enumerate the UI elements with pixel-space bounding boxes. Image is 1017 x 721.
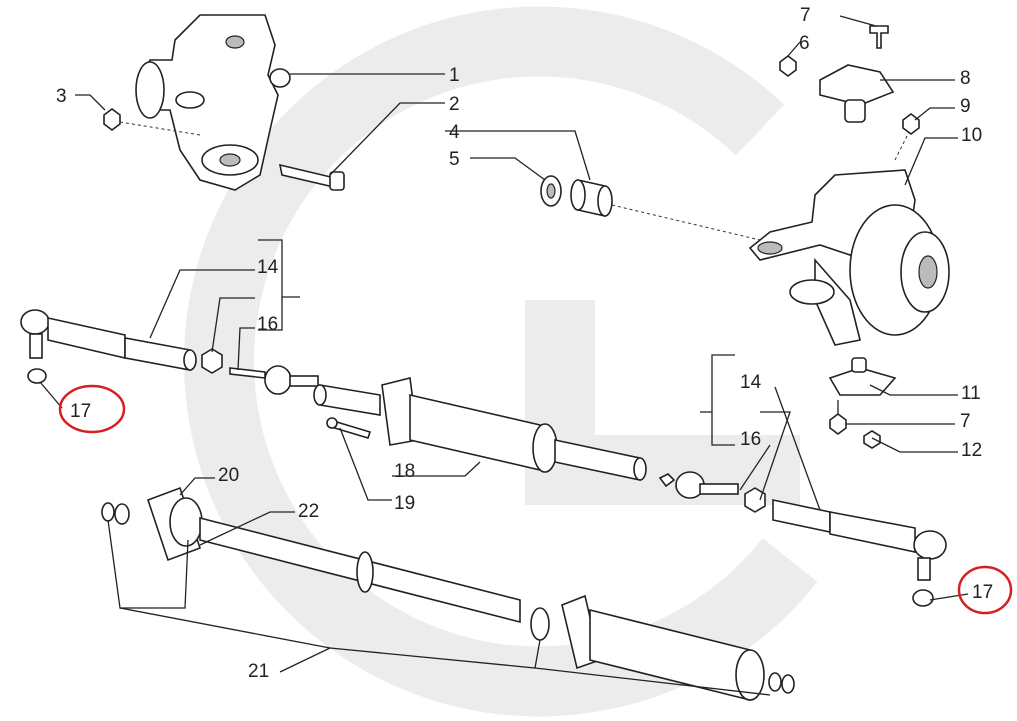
label-5: 5	[449, 149, 460, 170]
highlight-circle-17-right	[957, 565, 1013, 615]
label-19: 19	[394, 493, 415, 514]
label-7-top: 7	[800, 5, 811, 26]
label-21: 21	[248, 661, 269, 682]
label-20: 20	[218, 465, 239, 486]
label-2: 2	[449, 94, 460, 115]
label-17-right: 17	[972, 582, 993, 603]
steering-cylinder	[313, 377, 739, 499]
right-tie-rod	[744, 487, 947, 607]
label-11: 11	[961, 383, 981, 404]
label-8: 8	[960, 68, 971, 89]
left-tie-rod	[20, 309, 319, 395]
label-16-right: 16	[740, 429, 761, 450]
label-4: 4	[449, 122, 460, 143]
label-16-left: 16	[257, 314, 278, 335]
right-steering-knuckle	[748, 25, 950, 449]
left-steering-knuckle	[103, 14, 345, 191]
label-9: 9	[960, 96, 971, 117]
label-14-right: 14	[740, 372, 762, 393]
label-10: 10	[961, 125, 982, 146]
label-18: 18	[394, 461, 415, 482]
watermark-logo	[184, 6, 818, 717]
highlight-circle-17-left	[58, 384, 126, 434]
label-3: 3	[56, 86, 67, 107]
leader-lines	[39, 15, 969, 696]
label-22: 22	[298, 501, 319, 522]
label-6: 6	[799, 33, 810, 54]
part-labels: 1 2 3 4 5 6 7 8 9 10 11 7 12 14 16 17 18…	[56, 5, 993, 682]
label-7-right: 7	[960, 411, 971, 432]
label-12: 12	[961, 440, 982, 461]
bushing-and-seal	[540, 175, 761, 241]
label-17-left: 17	[70, 401, 91, 422]
label-1: 1	[449, 65, 460, 86]
axle-tube-assembly	[101, 486, 795, 702]
label-14-left: 14	[257, 257, 279, 278]
